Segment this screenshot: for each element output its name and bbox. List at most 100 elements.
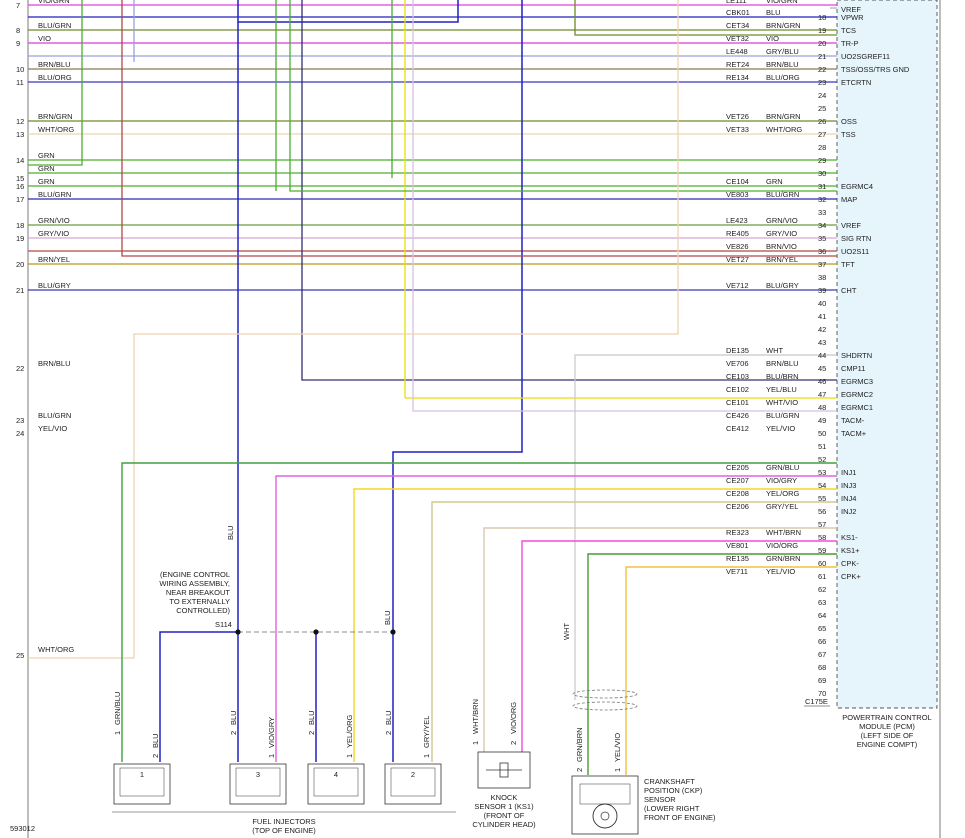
pcm-pin-number: 38: [818, 273, 826, 282]
left-wire-label: WHT/ORG: [38, 645, 74, 654]
pcm-pin-number: 27: [818, 130, 826, 139]
injector-wire-label: VIO/GRY: [267, 717, 276, 748]
circuit-code: CE208: [726, 489, 749, 498]
wire-grn-d: [28, 0, 83, 166]
pcm-caption-line: MODULE (PCM): [859, 722, 915, 731]
pcm-pin-number: 68: [818, 663, 826, 672]
wire-brn-grn-top: [574, 0, 837, 36]
pcm-pin-number: 18: [818, 13, 826, 22]
circuit-color: YEL/BLU: [766, 385, 797, 394]
row-number: 9: [16, 39, 20, 48]
fuel-injectors: 11GRN/BLU2BLU32BLU1VIO/GRY42BLU1YEL/ORG2…: [113, 692, 442, 805]
circuit-code: RE134: [726, 73, 749, 82]
wire-grn-c: [289, 0, 837, 192]
knock-wire-label: VIO/ORG: [509, 702, 518, 734]
injector-wire-label: GRN/BLU: [113, 692, 122, 725]
left-wire-label: BRN/BLU: [38, 60, 71, 69]
pcm-signal-name: INJ4: [841, 494, 856, 503]
wire-wht-org-25: [28, 0, 679, 659]
pcm-pin-number: 22: [818, 65, 826, 74]
pcm-pin-number: 42: [818, 325, 826, 334]
splice-note-line: CONTROLLED): [176, 606, 230, 615]
injector-number: 4: [334, 770, 338, 779]
splice-dot: [235, 629, 241, 635]
circuit-code: VE801: [726, 541, 749, 550]
pcm-pin-number: 59: [818, 546, 826, 555]
pcm-signal-name: TACM+: [841, 429, 867, 438]
circuit-code: LE423: [726, 216, 748, 225]
pcm-pin-list: VREF: [830, 5, 861, 14]
circuit-color: YEL/VIO: [766, 567, 795, 576]
pcm-pin-number: 66: [818, 637, 826, 646]
pcm-pin-number: 21: [818, 52, 826, 61]
wire-blu-right: [392, 0, 523, 632]
circuit-code: RET24: [726, 60, 749, 69]
blu-main-label: BLU: [226, 525, 235, 540]
circuit-color: GRN: [766, 177, 783, 186]
pcm-pin-number: 35: [818, 234, 826, 243]
pcm-pin-number: 45: [818, 364, 826, 373]
row-number: 24: [16, 429, 24, 438]
pcm-pin-number: 39: [818, 286, 826, 295]
knock-caption-line: KNOCK: [491, 793, 518, 802]
shield-top: [572, 689, 638, 699]
ckp-pin: 1: [613, 768, 622, 772]
injector-pin: 1: [422, 754, 431, 758]
left-wire-label: BRN/YEL: [38, 255, 70, 264]
pcm-pin-number: 32: [818, 195, 826, 204]
row-number: 11: [16, 78, 24, 87]
pcm-pin-number: 51: [818, 442, 826, 451]
left-wire-label: BLU/GRN: [38, 411, 71, 420]
ckp-wire-label: GRN/BRN: [575, 727, 584, 762]
injector-coil: [119, 767, 165, 797]
circuit-code: CE205: [726, 463, 749, 472]
circuit-code: CE104: [726, 177, 749, 186]
circuit-color: BLU/GRY: [766, 281, 799, 290]
left-wire-label: BRN/GRN: [38, 112, 73, 121]
circuit-code: CE101: [726, 398, 749, 407]
pcm-pin-number: 48: [818, 403, 826, 412]
pcm-signal-name: EGRMC4: [841, 182, 873, 191]
ckp-caption-line: SENSOR: [644, 795, 676, 804]
pcm-caption-line: POWERTRAIN CONTROL: [842, 713, 931, 722]
pcm-pin-number: 33: [818, 208, 826, 217]
pcm-signal-name: SIG RTN: [841, 234, 871, 243]
pcm-signal-vref-top: VREF: [841, 5, 861, 14]
pcm-signal-name: EGRMC2: [841, 390, 873, 399]
pcm-pin-number: 30: [818, 169, 826, 178]
splice-dot: [390, 629, 396, 635]
pcm-pin-number: 40: [818, 299, 826, 308]
pcm-signal-name: EGRMC1: [841, 403, 873, 412]
wire-blu-brn: [301, 0, 837, 381]
pcm-signal-name: CHT: [841, 286, 857, 295]
injectors-caption-line: (TOP OF ENGINE): [252, 826, 316, 835]
pcm-signal-name: ETCRTN: [841, 78, 871, 87]
pcm-pin-number: 37: [818, 260, 826, 269]
pcm-pin-number: 54: [818, 481, 826, 490]
knock-pin: 1: [471, 741, 480, 745]
left-wire-label: GRN: [38, 151, 55, 160]
left-wire-label: GRY/VIO: [38, 229, 69, 238]
circuit-color: VIO/GRN: [766, 0, 798, 5]
circuit-color: GRN/BRN: [766, 554, 801, 563]
circuit-color: BLU/BRN: [766, 372, 799, 381]
left-wire-label: VIO: [38, 34, 51, 43]
knock-pin: 2: [509, 741, 518, 745]
circuit-color: BRN/GRN: [766, 112, 801, 121]
row-number: 7: [16, 1, 20, 10]
pcm-pin-number: 46: [818, 377, 826, 386]
circuit-code: VE826: [726, 242, 749, 251]
knock-wire-label: WHT/BRN: [471, 699, 480, 734]
circuit-code: VE712: [726, 281, 749, 290]
pcm-pin-number: 47: [818, 390, 826, 399]
row-number: 13: [16, 130, 24, 139]
pcm-pin-number: 60: [818, 559, 826, 568]
wire-ckp-minus: [587, 553, 837, 775]
circuit-color: VIO/GRY: [766, 476, 797, 485]
circuit-code: RE323: [726, 528, 749, 537]
pcm-pin-number: 58: [818, 533, 826, 542]
pcm-pin-number: 43: [818, 338, 826, 347]
injector-pin: 2: [151, 754, 160, 758]
wire-blu-inj1: [159, 631, 238, 762]
